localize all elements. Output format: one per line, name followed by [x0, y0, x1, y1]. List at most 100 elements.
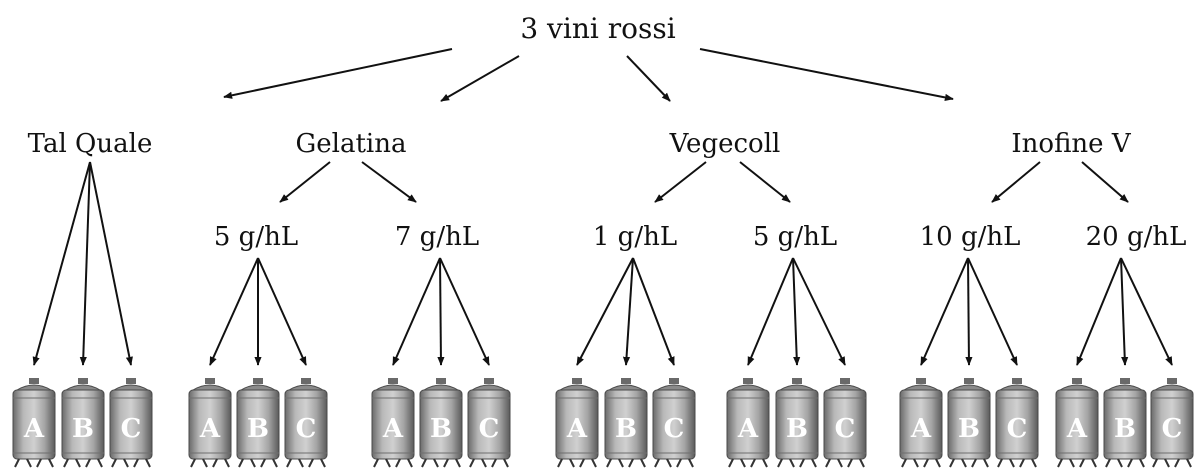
arrow-root-vegecoll	[626, 55, 671, 102]
tank-body	[1103, 389, 1147, 460]
tank-valve	[743, 378, 753, 384]
tank-legs	[1057, 458, 1097, 468]
arrow-inofine-dose2	[1081, 161, 1129, 203]
tank-cap	[902, 384, 940, 391]
arrow-vegecoll-2-a	[747, 257, 794, 366]
arrow-tal-quale-a	[32, 161, 91, 366]
tank-valve	[840, 378, 850, 384]
tank-valve	[1072, 378, 1082, 384]
tank-label: A	[1066, 414, 1088, 444]
tank-cap	[950, 384, 988, 391]
tank-label: A	[910, 414, 932, 444]
tank-cap	[191, 384, 229, 391]
tank-body	[726, 389, 770, 460]
tank-body	[236, 389, 280, 460]
tank-gelatina-1-b: B	[236, 378, 280, 468]
tank-body	[61, 389, 105, 460]
treatment-label-vegecoll: Vegecoll	[669, 129, 781, 159]
tank-inofine-2-b: B	[1103, 378, 1147, 468]
arrow-inofine-1-c	[967, 257, 1018, 366]
tank-vegecoll-2-c: C	[823, 378, 867, 468]
tank-valve	[301, 378, 311, 384]
tank-body	[823, 389, 867, 460]
arrow-tal-quale-b	[79, 161, 91, 366]
tank-legs	[421, 458, 461, 468]
tank-valve	[436, 378, 446, 384]
arrow-root-inofine	[699, 48, 954, 101]
treatment-label-gelatina: Gelatina	[296, 129, 407, 159]
tank-valve	[484, 378, 494, 384]
tank-legs	[606, 458, 646, 468]
tank-body	[1150, 389, 1194, 460]
tank-gelatina-2-c: C	[467, 378, 511, 468]
tank-label: B	[430, 414, 452, 444]
tank-legs	[111, 458, 151, 468]
tank-legs	[63, 458, 103, 468]
tank-gelatina-2-a: A	[371, 378, 415, 468]
arrow-vegecoll-1-c	[632, 257, 675, 366]
arrow-gelatina-dose1	[279, 161, 331, 203]
treatment-label-inofine-v: Inofine V	[1011, 129, 1131, 159]
dose-label-inofine-1: 10 g/hL	[920, 222, 1021, 252]
tank-label: A	[566, 414, 588, 444]
tank-body	[467, 389, 511, 460]
tank-body	[947, 389, 991, 460]
tank-label: A	[199, 414, 221, 444]
tank-valve	[253, 378, 263, 384]
tank-cap	[1106, 384, 1144, 391]
root-arrows	[223, 48, 954, 102]
tank-body	[419, 389, 463, 460]
tank-label: C	[479, 414, 500, 444]
tank-body	[775, 389, 819, 460]
tank-valve	[1012, 378, 1022, 384]
tank-label: A	[382, 414, 404, 444]
tank-cap	[655, 384, 693, 391]
arrow-tal-quale-c	[89, 161, 133, 366]
arrow-gelatina-2-a	[392, 257, 441, 366]
dose-label-vegecoll-2: 5 g/hL	[753, 222, 837, 252]
arrow-root-gelatina	[440, 55, 520, 102]
treatment-dose-arrows	[279, 161, 1129, 203]
tank-legs	[997, 458, 1037, 468]
tank-valve	[572, 378, 582, 384]
tank-legs	[238, 458, 278, 468]
arrow-inofine-2-c	[1120, 257, 1173, 366]
tank-legs	[949, 458, 989, 468]
tank-legs	[1152, 458, 1192, 468]
tank-legs	[557, 458, 597, 468]
tank-cap	[112, 384, 150, 391]
tank-gelatina-1-c: C	[284, 378, 328, 468]
tank-inofine-1-b: B	[947, 378, 991, 468]
tank-valve	[29, 378, 39, 384]
tank-legs	[654, 458, 694, 468]
tank-cap	[1153, 384, 1191, 391]
tank-cap	[64, 384, 102, 391]
tank-valve	[792, 378, 802, 384]
tank-cap	[826, 384, 864, 391]
tank-body	[12, 389, 56, 460]
arrow-gelatina-2-c	[439, 257, 490, 366]
tank-valve	[621, 378, 631, 384]
tank-valve	[669, 378, 679, 384]
tank-valve	[388, 378, 398, 384]
tank-body	[109, 389, 153, 460]
arrow-vegecoll-1-a	[576, 257, 634, 366]
dose-label-gelatina-2: 7 g/hL	[395, 222, 479, 252]
tank-cap	[607, 384, 645, 391]
tank-tal-quale-b: B	[61, 378, 105, 468]
arrow-inofine-1-b	[965, 257, 973, 366]
tank-body	[555, 389, 599, 460]
arrow-inofine-dose1	[991, 161, 1041, 203]
arrow-gelatina-dose2	[361, 161, 417, 203]
tank-label: B	[615, 414, 637, 444]
arrow-gelatina-1-a	[209, 257, 259, 366]
arrow-inofine-2-b	[1120, 257, 1129, 366]
tank-inofine-2-c: C	[1150, 378, 1194, 468]
tank-gelatina-1-a: A	[188, 378, 232, 468]
tank-legs	[373, 458, 413, 468]
tank-vegecoll-1-b: B	[604, 378, 648, 468]
arrow-vegecoll-1-b	[622, 257, 634, 366]
tank-body	[899, 389, 943, 460]
